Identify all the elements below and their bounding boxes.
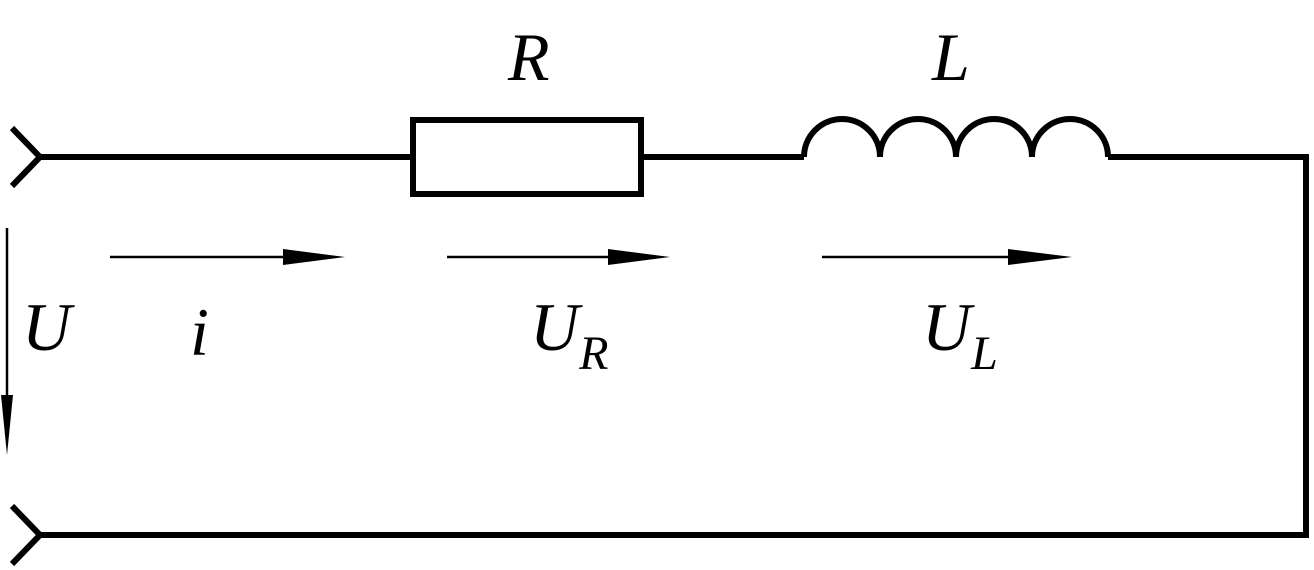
return-wire bbox=[40, 154, 1309, 538]
resistor-voltage-subscript: R bbox=[578, 327, 608, 380]
inductor-voltage-label: UL bbox=[922, 289, 998, 380]
inductor-symbol bbox=[801, 116, 1111, 158]
current-label: i bbox=[190, 294, 209, 370]
resistor-voltage-arrow bbox=[447, 249, 670, 265]
resistor-voltage-symbol: U bbox=[530, 289, 583, 365]
inductor-voltage-symbol: U bbox=[922, 289, 975, 365]
resistor-symbol bbox=[410, 117, 644, 197]
current-arrow bbox=[110, 249, 345, 265]
source-voltage-label: U bbox=[22, 289, 75, 365]
top-terminal-chevron bbox=[9, 125, 45, 189]
resistor-label: R bbox=[507, 19, 550, 95]
bottom-terminal-chevron bbox=[9, 503, 45, 567]
inductor-voltage-subscript: L bbox=[970, 327, 998, 380]
source-voltage-arrow bbox=[1, 228, 13, 455]
resistor-voltage-label: UR bbox=[530, 289, 608, 380]
inductor-label: L bbox=[931, 19, 970, 95]
inductor-voltage-arrow bbox=[822, 249, 1072, 265]
